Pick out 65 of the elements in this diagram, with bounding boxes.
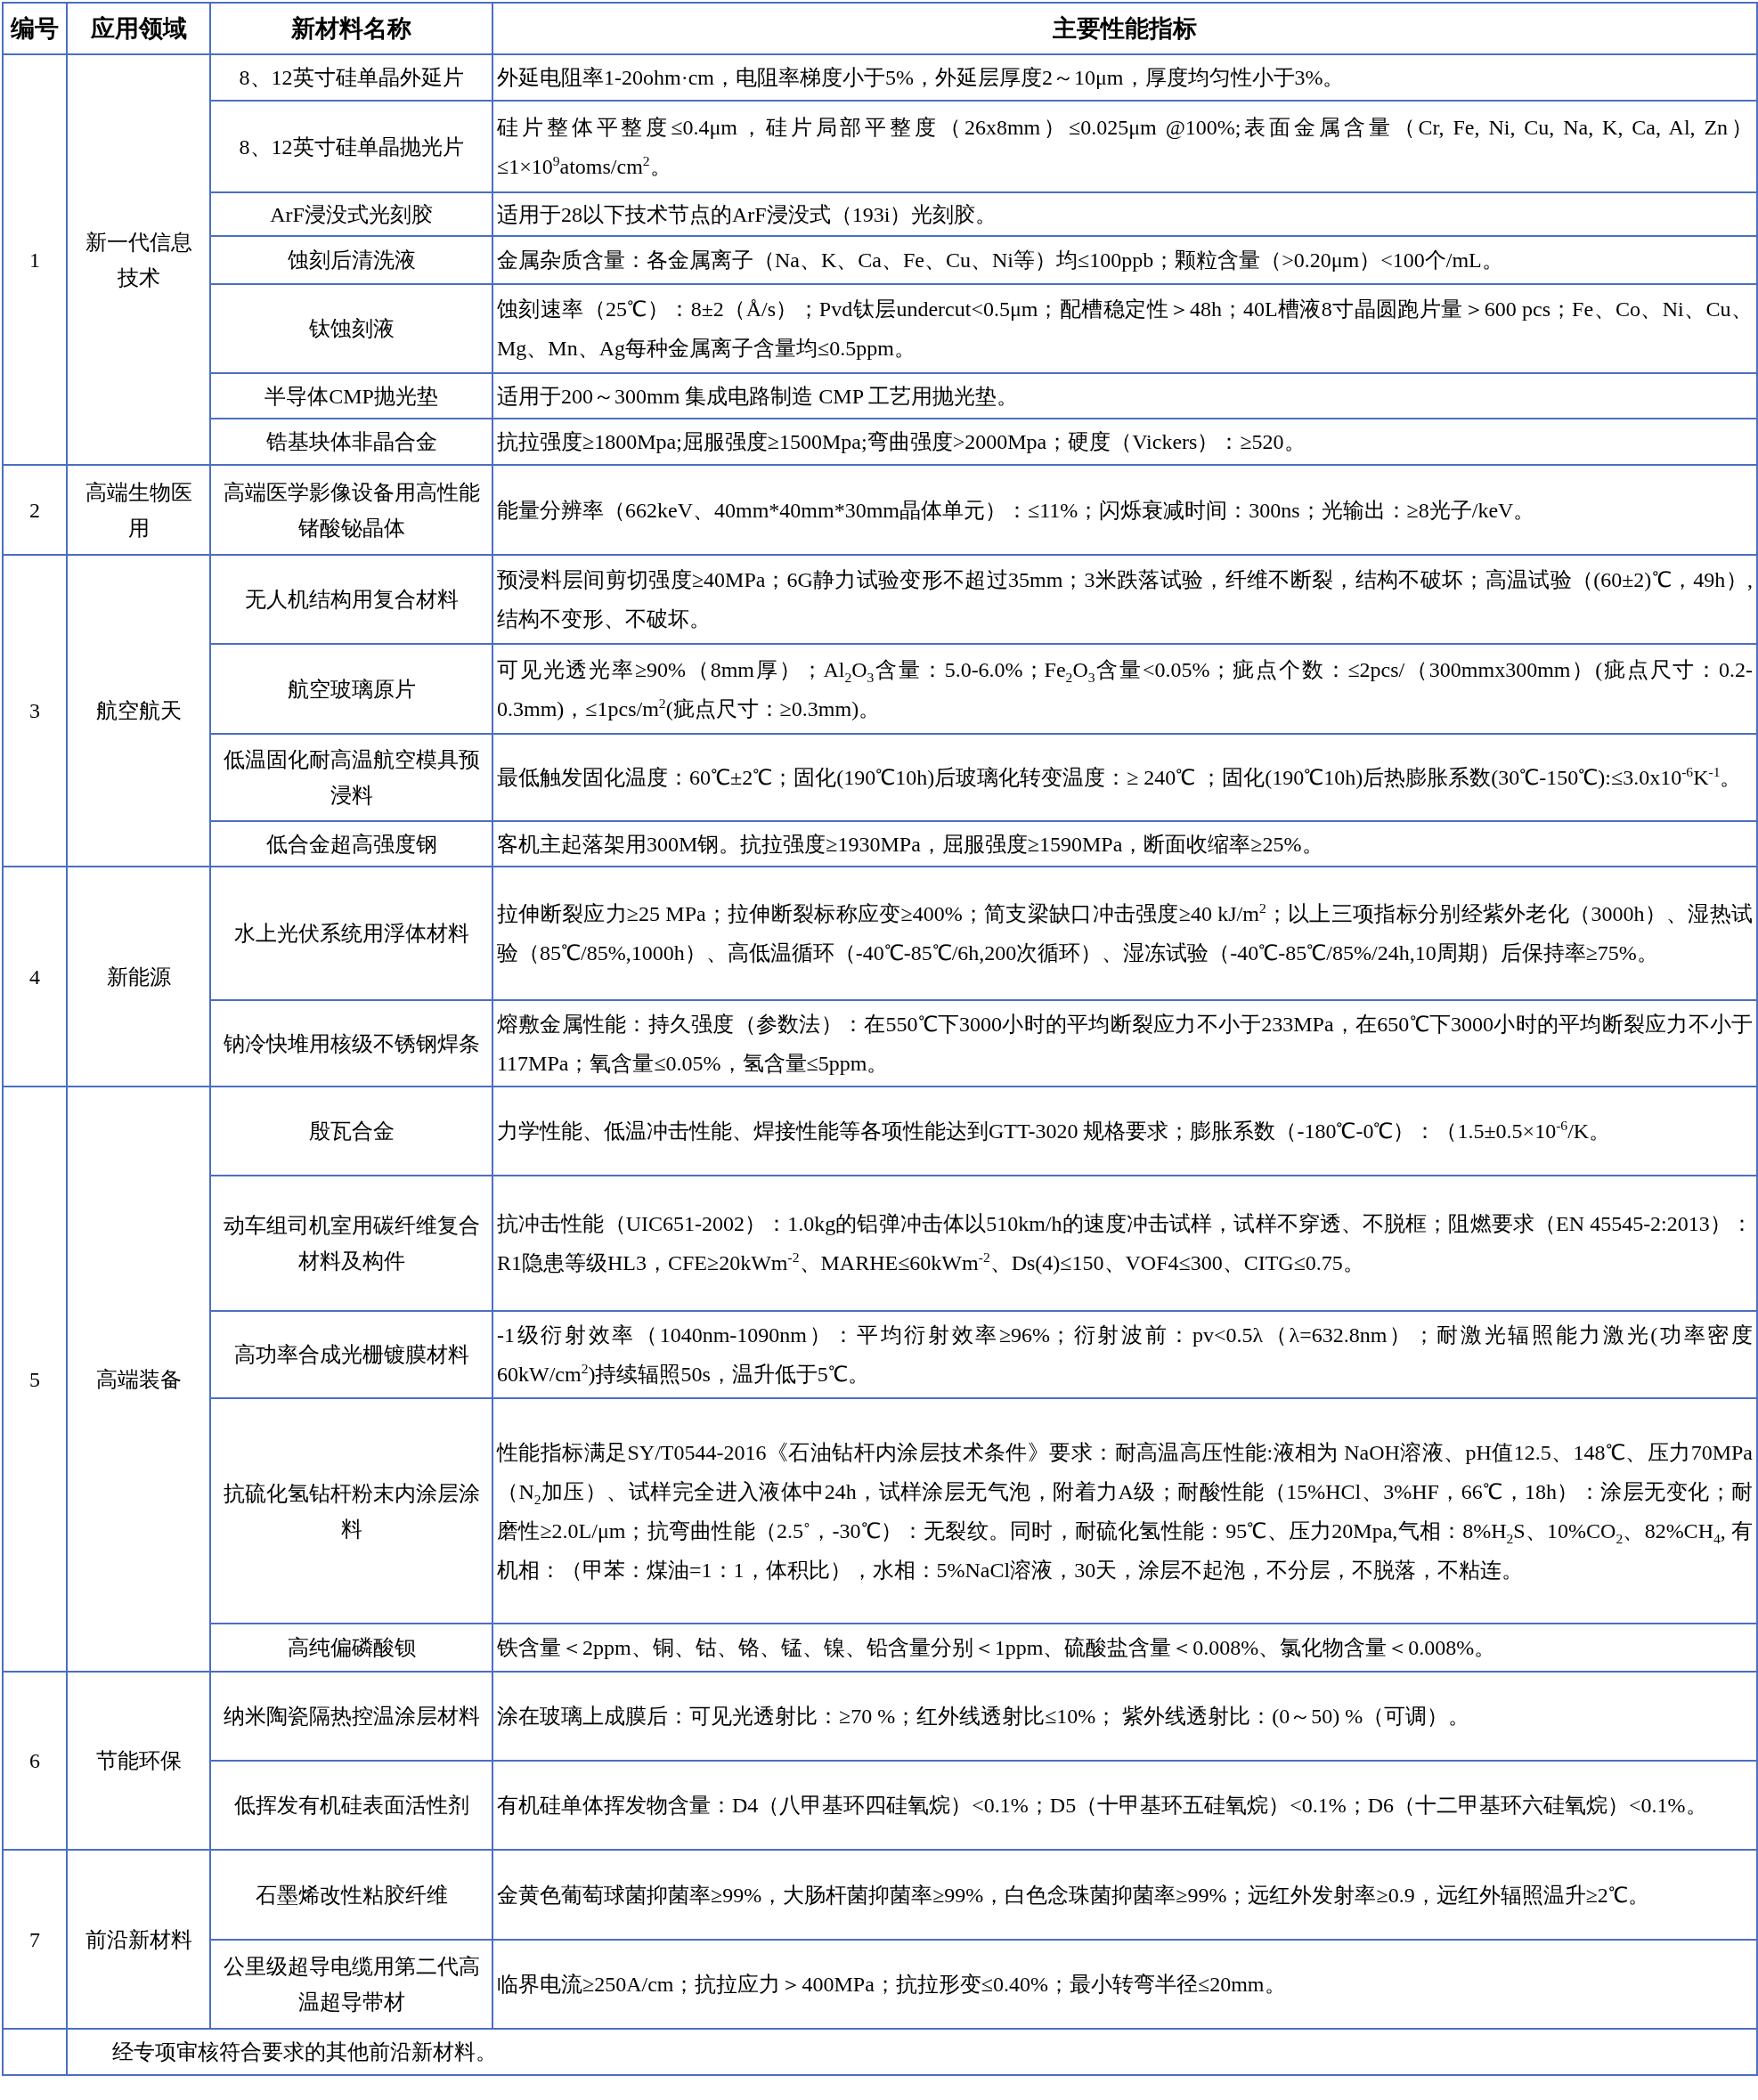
table-cell: 金属杂质含量：各金属离子（Na、K、Ca、Fe、Cu、Ni等）均≤100ppb；颗粒含量（>0.20μm）<100个/mL。 (492, 236, 1757, 284)
table-cell: 预浸料层间剪切强度≥40MPa；6G静力试验变形不超过35mm；3米跌落试验，纤维不断裂，结构不破坏；高温试验（(60±2)℃，49h）,结构不变形、不破坏。 (492, 555, 1757, 644)
table-cell: 石墨烯改性粘胶纤维 (210, 1850, 492, 1940)
table-cell: 拉伸断裂应力≥25 MPa；拉伸断裂标称应变≥400%；简支梁缺口冲击强度≥40 kJ/m$^{2}$；以上三项指标分别经紫外老化（3000h）、湿热试验（85℃/85%,1000h）、高低温循环（-40℃-85℃/6h,200次循环）、湿冻试验（-40℃-85℃/85%/24h,10周期）后保持率≥75%。 (492, 867, 1757, 1000)
table-cell: 动车组司机室用碳纤维复合材料及构件 (210, 1176, 492, 1311)
table-cell: 适用于200～300mm 集成电路制造 CMP 工艺用抛光垫。 (492, 373, 1757, 419)
table-cell: 5 (3, 1087, 67, 1672)
table-cell: 高端医学影像设备用高性能锗酸铋晶体 (210, 465, 492, 555)
table-cell: 硅片整体平整度≤0.4μm，硅片局部平整度（26x8mm）≤0.025μm @100%;表面金属含量（Cr, Fe, Ni, Cu, Na, K, Ca, Al, Zn）≤1×10$^{9}$atoms/cm$^{2}$。 (492, 101, 1757, 192)
table-cell: 涂在玻璃上成膜后：可见光透射比：≥70 %；红外线透射比≤10%； 紫外线透射比：(0～50) %（可调）。 (492, 1672, 1757, 1761)
table-cell: 高纯偏磷酸钡 (210, 1624, 492, 1672)
table-cell: 公里级超导电缆用第二代高温超导带材 (210, 1940, 492, 2029)
table-cell: 高端生物医用 (67, 465, 210, 555)
table-cell: 适用于28以下技术节点的ArF浸没式（193i）光刻胶。 (492, 192, 1757, 236)
table-cell: 可见光透光率≥90%（8mm厚）；Al$_{2}$O$_{3}$含量：5.0-6.0%；Fe$_{2}$O$_{3}$含量<0.05%；疵点个数：≤2pcs/（300mmx300mm）(疵点尺寸：0.2-0.3mm)，≤1pcs/m$^{2}$(疵点尺寸：≥0.3mm)。 (492, 644, 1757, 734)
table-cell: 能量分辨率（662keV、40mm*40mm*30mm晶体单元）：≤11%；闪烁衰减时间：300ns；光输出：≥8光子/keV。 (492, 465, 1757, 555)
table-cell: 力学性能、低温冲击性能、焊接性能等各项性能达到GTT-3020 规格要求；膨胀系数（-180℃-0℃）：（1.5±0.5×10$^{-6}$/K。 (492, 1087, 1757, 1176)
table-cell: 纳米陶瓷隔热控温涂层材料 (210, 1672, 492, 1761)
header-cell: 主要性能指标 (492, 3, 1757, 54)
header-cell: 新材料名称 (210, 3, 492, 54)
table-cell: 外延电阻率1-20ohm·cm，电阻率梯度小于5%，外延层厚度2～10μm，厚度均匀性小于3%。 (492, 54, 1757, 101)
table-cell: 6 (3, 1672, 67, 1850)
table-cell: 新一代信息技术 (67, 54, 210, 465)
table-cell: 抗拉强度≥1800Mpa;屈服强度≥1500Mpa;弯曲强度>2000Mpa；硬度（Vickers）：≥520。 (492, 419, 1757, 465)
table-cell: 抗冲击性能（UIC651-2002）：1.0kg的铝弹冲击体以510km/h的速度冲击试样，试样不穿透、不脱框；阻燃要求（EN 45545-2:2013）：R1隐患等级HL3，CFE≥20kWm$^{-2}$、MARHE≤60kWm$^{-2}$、Ds(4)≤150、VOF4≤300、CITG≤0.75。 (492, 1176, 1757, 1311)
table-cell: 殷瓦合金 (210, 1087, 492, 1176)
table-cell: 2 (3, 465, 67, 555)
table-cell: 7 (3, 1850, 67, 2029)
table-cell: 8、12英寸硅单晶抛光片 (210, 101, 492, 192)
table-cell: 低合金超高强度钢 (210, 821, 492, 867)
header-cell: 应用领域 (67, 3, 210, 54)
table-cell: 半导体CMP抛光垫 (210, 373, 492, 419)
table-cell: 3 (3, 555, 67, 867)
table-cell: 有机硅单体挥发物含量：D4（八甲基环四硅氧烷）<0.1%；D5（十甲基环五硅氧烷）<0.1%；D6（十二甲基环六硅氧烷）<0.1%。 (492, 1761, 1757, 1850)
table-cell: 高功率合成光栅镀膜材料 (210, 1311, 492, 1398)
table-cell: 低温固化耐高温航空模具预浸料 (210, 734, 492, 821)
table-cell: 抗硫化氢钻杆粉末内涂层涂料 (210, 1398, 492, 1624)
table-cell: -1级衍射效率（1040nm-1090nm）：平均衍射效率≥96%；衍射波前：pv<0.5λ（λ=632.8nm）；耐激光辐照能力激光(功率密度60kW/cm$^{2}$)持续辐照50s，温升低于5℃。 (492, 1311, 1757, 1398)
table-cell: 8、12英寸硅单晶外延片 (210, 54, 492, 101)
header-cell: 编号 (3, 3, 67, 54)
table-cell: 最低触发固化温度：60℃±2℃；固化(190℃10h)后玻璃化转变温度：≥ 240℃ ；固化(190℃10h)后热膨胀系数(30℃-150℃):≤3.0x10$^{-6}$K$^{-1}$。 (492, 734, 1757, 821)
table-cell: 锆基块体非晶合金 (210, 419, 492, 465)
table-cell: 熔敷金属性能：持久强度（参数法）：在550℃下3000小时的平均断裂应力不小于233MPa，在650℃下3000小时的平均断裂应力不小于117MPa；氧含量≤0.05%，氢含量≤5ppm。 (492, 1000, 1757, 1087)
table-cell: 经专项审核符合要求的其他前沿新材料。 (67, 2029, 1757, 2075)
table-cell: 低挥发有机硅表面活性剂 (210, 1761, 492, 1850)
table-cell: 客机主起落架用300M钢。抗拉强度≥1930MPa，屈服强度≥1590MPa，断面收缩率≥25%。 (492, 821, 1757, 867)
table-cell: 节能环保 (67, 1672, 210, 1850)
table-cell: 1 (3, 54, 67, 465)
table-cell: 航空航天 (67, 555, 210, 867)
table-cell: 性能指标满足SY/T0544-2016《石油钻杆内涂层技术条件》要求：耐高温高压性能:液相为 NaOH溶液、pH值12.5、148℃、压力70MPa（N$_{2}$加压）、试样完全进入液体中24h，试样涂层无气泡，附着力A级；耐酸性能（15%HCl、3%HF，66℃，18h）：涂层无变化；耐磨性≥2.0L/μm；抗弯曲性能（2.5˚，-30℃）：无裂纹。同时，耐硫化氢性能：95℃、压力20Mpa,气相：8%H$_{2}$S、10%CO$_{2}$、82%CH$_{4}$, 有机相：（甲苯：煤油=1：1，体积比），水相：5%NaCl溶液，30天，涂层不起泡，不分层，不脱落，不粘连。 (492, 1398, 1757, 1624)
table-cell: 前沿新材料 (67, 1850, 210, 2029)
table-cell: 无人机结构用复合材料 (210, 555, 492, 644)
table-cell: 铁含量＜2ppm、铜、钴、铬、锰、镍、铅含量分别＜1ppm、硫酸盐含量＜0.008%、氯化物含量＜0.008%。 (492, 1624, 1757, 1672)
table-cell: 高端装备 (67, 1087, 210, 1672)
table-cell: 蚀刻速率（25℃）：8±2（Å/s）；Pvd钛层undercut<0.5μm；配槽稳定性＞48h；40L槽液8寸晶圆跑片量＞600 pcs；Fe、Co、Ni、Cu、Mg、Mn、Ag每种金属离子含量均≤0.5ppm。 (492, 284, 1757, 373)
table-cell: 新能源 (67, 867, 210, 1087)
table-cell: 临界电流≥250A/cm；抗拉应力＞400MPa；抗拉形变≤0.40%；最小转弯半径≤20mm。 (492, 1940, 1757, 2029)
table-cell: ArF浸没式光刻胶 (210, 192, 492, 236)
table-cell: 金黄色葡萄球菌抑菌率≥99%，大肠杆菌抑菌率≥99%，白色念珠菌抑菌率≥99%；远红外发射率≥0.9，远红外辐照温升≥2℃。 (492, 1850, 1757, 1940)
table-cell: 4 (3, 867, 67, 1087)
table-cell: 航空玻璃原片 (210, 644, 492, 734)
table-cell: 水上光伏系统用浮体材料 (210, 867, 492, 1000)
table-cell: 钛蚀刻液 (210, 284, 492, 373)
table-cell: 蚀刻后清洗液 (210, 236, 492, 284)
table-cell: 钠冷快堆用核级不锈钢焊条 (210, 1000, 492, 1087)
